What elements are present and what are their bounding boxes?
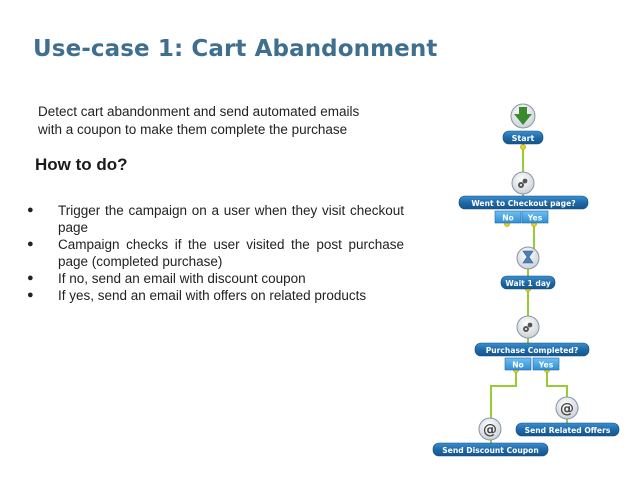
branch-no-button[interactable]: No	[494, 210, 522, 224]
list-item: ● If no, send an email with discount coup…	[24, 270, 404, 287]
connector	[490, 370, 517, 418]
email-node-related: @	[555, 396, 579, 420]
gear-icon	[523, 322, 533, 332]
steps-list: ● Trigger the campaign on a user when the…	[24, 202, 404, 304]
bullet-icon: ●	[27, 238, 34, 250]
hourglass-icon	[522, 250, 534, 264]
at-sign-icon: @	[483, 422, 497, 438]
step-text: Campaign checks if the user visited the …	[58, 237, 404, 269]
send-related-offers-label: Send Related Offers	[515, 422, 620, 437]
gear-icon	[518, 178, 528, 188]
connector	[546, 370, 568, 398]
start-trigger-node	[510, 103, 536, 129]
branch-yes-button[interactable]: Yes	[532, 357, 560, 371]
description-line-2: with a coupon to make them complete the …	[38, 122, 348, 137]
list-item: ● Trigger the campaign on a user when the…	[24, 202, 404, 236]
step-text: If yes, send an email with offers on rel…	[58, 288, 367, 303]
slide-title: Use-case 1: Cart Abandonment	[33, 36, 438, 62]
arrow-down-icon	[514, 107, 532, 125]
use-case-description: Detect cart abandonment and send automat…	[38, 103, 359, 139]
branch-yes-button[interactable]: Yes	[521, 210, 549, 224]
send-discount-text: Send Discount Coupon	[442, 446, 539, 455]
node-circle	[555, 396, 579, 420]
send-discount-coupon-label: Send Discount Coupon	[432, 442, 549, 457]
wait-label: Wait 1 day	[500, 275, 556, 290]
connector-dot	[520, 144, 526, 150]
bullet-icon: ●	[27, 272, 34, 284]
step-text: Trigger the campaign on a user when they…	[58, 203, 404, 235]
description-line-1: Detect cart abandonment and send automat…	[38, 104, 360, 119]
how-to-heading: How to do?	[35, 155, 128, 174]
bullet-icon: ●	[27, 289, 34, 301]
question-purchase: Purchase Completed?	[474, 342, 590, 357]
node-circle	[478, 417, 502, 441]
question-checkout-text: Went to Checkout page?	[471, 199, 575, 208]
start-label: Start	[502, 130, 544, 145]
question-checkout: Went to Checkout page?	[458, 195, 589, 210]
list-item: ● If yes, send an email with offers on re…	[24, 287, 404, 304]
branch-no-text: No	[512, 361, 524, 370]
wait-text: Wait 1 day	[505, 279, 550, 288]
at-sign-icon: @	[560, 401, 574, 417]
question-purchase-text: Purchase Completed?	[486, 346, 579, 355]
wait-node	[516, 246, 540, 270]
bullet-icon: ●	[27, 204, 34, 216]
branch-no-button[interactable]: No	[504, 357, 532, 371]
branch-no-text: No	[502, 214, 514, 223]
list-item: ● Campaign checks if the user visited the…	[24, 236, 404, 270]
branch-yes-text: Yes	[538, 361, 554, 370]
branch-yes-text: Yes	[527, 214, 543, 223]
condition-node-1	[511, 171, 535, 195]
start-text: Start	[512, 134, 535, 143]
step-text: If no, send an email with discount coupo…	[58, 271, 306, 286]
email-node-discount: @	[478, 417, 502, 441]
condition-node-2	[516, 315, 540, 339]
send-related-text: Send Related Offers	[525, 426, 611, 435]
